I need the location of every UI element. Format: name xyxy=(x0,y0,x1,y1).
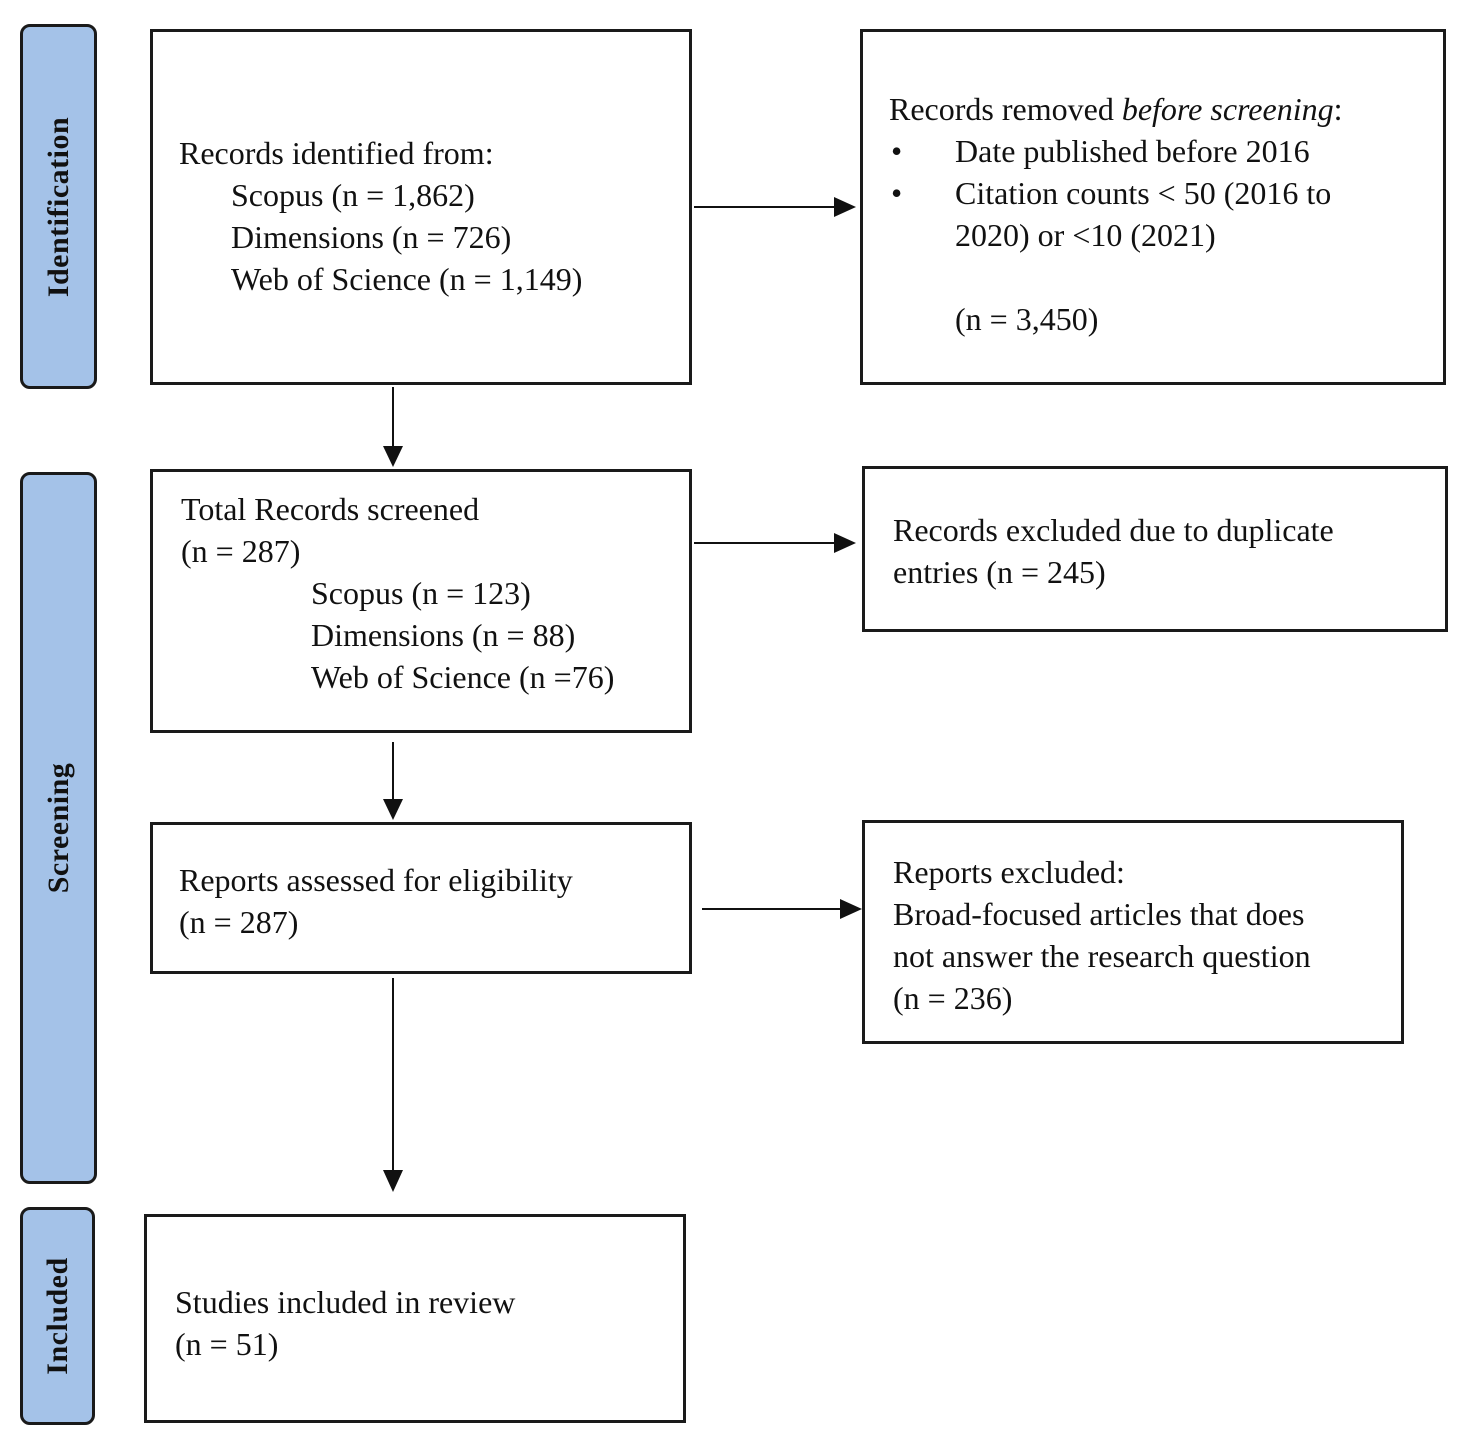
studies-included-box: Studies included in review (n = 51) xyxy=(144,1214,686,1423)
arrow-head xyxy=(383,799,403,820)
phase-identification: Identification xyxy=(20,24,97,389)
screened-source-scopus: Scopus (n = 123) xyxy=(311,575,531,611)
removal-criterion: Citation counts < 50 (2016 to 2020) or <… xyxy=(889,172,1375,256)
arrow-head xyxy=(834,197,856,217)
reports-excluded-line-2: not answer the research question xyxy=(893,938,1311,974)
source-dimensions: Dimensions (n = 726) xyxy=(231,219,512,255)
arrow-head xyxy=(383,446,403,467)
duplicates-line-2: entries (n = 245) xyxy=(893,554,1106,590)
removal-criterion: Date published before 2016 xyxy=(889,130,1443,172)
reports-excluded-heading: Reports excluded: xyxy=(893,854,1125,890)
records-screened-heading: Total Records screened xyxy=(181,491,480,527)
records-removed-count: (n = 3,450) xyxy=(955,301,1099,337)
duplicates-excluded-box: Records excluded due to duplicate entrie… xyxy=(862,466,1448,632)
eligibility-count: (n = 287) xyxy=(179,904,299,940)
records-screened-count: (n = 287) xyxy=(181,533,301,569)
arrow-head xyxy=(383,1170,403,1192)
duplicates-line-1: Records excluded due to duplicate xyxy=(893,512,1334,548)
screened-source-dimensions: Dimensions (n = 88) xyxy=(311,617,576,653)
reports-excluded-line-1: Broad-focused articles that does xyxy=(893,896,1305,932)
phase-included: Included xyxy=(20,1207,95,1425)
records-removed-box: Records removed before screening: Date p… xyxy=(860,29,1446,385)
records-identified-box: Records identified from: Scopus (n = 1,8… xyxy=(150,29,692,385)
records-screened-box: Total Records screened (n = 287) Scopus … xyxy=(150,469,692,733)
phase-screening: Screening xyxy=(20,472,97,1184)
removal-criteria-list: Date published before 2016 Citation coun… xyxy=(889,130,1443,256)
eligibility-box: Reports assessed for eligibility (n = 28… xyxy=(150,822,692,974)
reports-excluded-count: (n = 236) xyxy=(893,980,1013,1016)
records-removed-heading: Records removed before screening: xyxy=(889,91,1343,127)
arrow-head xyxy=(840,899,862,919)
screened-source-web-of-science: Web of Science (n =76) xyxy=(311,659,615,695)
source-web-of-science: Web of Science (n = 1,149) xyxy=(231,261,583,297)
studies-included-count: (n = 51) xyxy=(175,1326,279,1362)
reports-excluded-box: Reports excluded: Broad-focused articles… xyxy=(862,820,1404,1044)
arrow-head xyxy=(834,533,856,553)
source-scopus: Scopus (n = 1,862) xyxy=(231,177,475,213)
eligibility-heading: Reports assessed for eligibility xyxy=(179,862,573,898)
records-identified-heading: Records identified from: xyxy=(179,135,494,171)
studies-included-heading: Studies included in review xyxy=(175,1284,516,1320)
